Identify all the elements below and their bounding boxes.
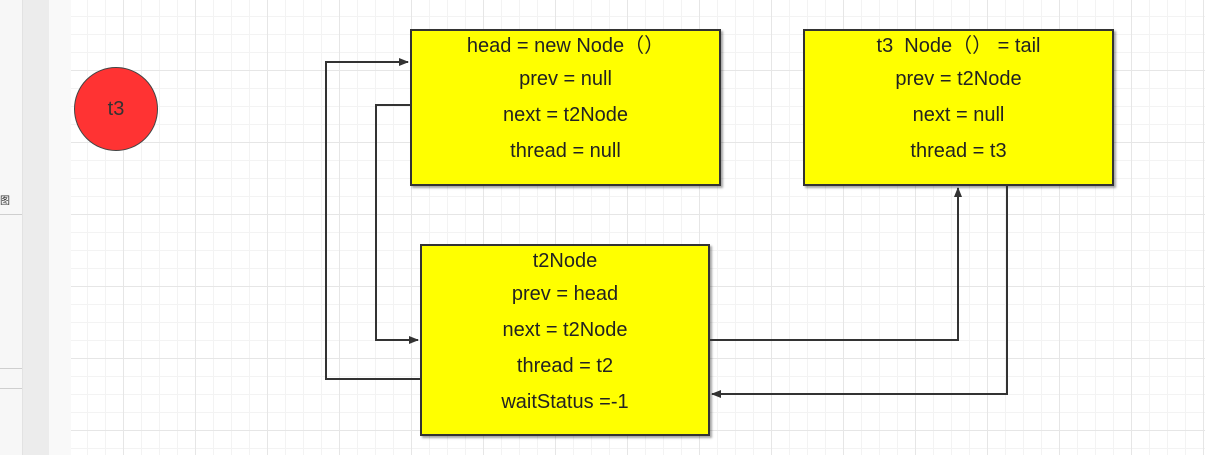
t2-node-thread: thread = t2 — [516, 355, 614, 377]
head-node-box[interactable]: head = new Node（） prev = null next = t2N… — [410, 29, 721, 186]
left-panel-divider — [0, 368, 22, 369]
tail-node-prev: prev = t2Node — [895, 68, 1022, 90]
t2-node-box[interactable]: t2Node prev = head next = t2Node thread … — [420, 244, 710, 436]
thread-t3-label: t3 — [107, 97, 125, 120]
thread-t3-circle[interactable]: t3 — [74, 67, 158, 151]
connector-tail-prev-to-t2[interactable] — [711, 186, 1008, 398]
left-panel-divider — [0, 214, 22, 215]
connector-head-next-to-t2[interactable] — [375, 104, 419, 344]
left-panel-divider — [0, 388, 22, 389]
left-panel: 图 — [0, 0, 23, 455]
left-panel-tab-label[interactable]: 图 — [0, 196, 10, 207]
canvas-margin — [49, 0, 71, 455]
tail-node-title: t3 Node（） = tail — [876, 35, 1041, 57]
t2-node-title: t2Node — [532, 250, 598, 272]
connector-t2-prev-to-head[interactable] — [325, 58, 420, 380]
t2-node-prev: prev = head — [511, 283, 619, 305]
panel-scrollbar[interactable] — [23, 0, 49, 455]
connector-t2-next-to-tail[interactable] — [710, 187, 962, 341]
tail-node-thread: thread = t3 — [910, 140, 1007, 162]
tail-node-next: next = null — [912, 104, 1005, 126]
head-node-thread: thread = null — [510, 140, 621, 162]
t2-node-waitstatus: waitStatus =-1 — [501, 391, 629, 413]
head-node-title: head = new Node（） — [466, 35, 665, 57]
head-node-next: next = t2Node — [502, 104, 629, 126]
t2-node-next: next = t2Node — [502, 319, 628, 341]
tail-node-box[interactable]: t3 Node（） = tail prev = t2Node next = nu… — [803, 29, 1114, 186]
head-node-prev: prev = null — [519, 68, 612, 90]
